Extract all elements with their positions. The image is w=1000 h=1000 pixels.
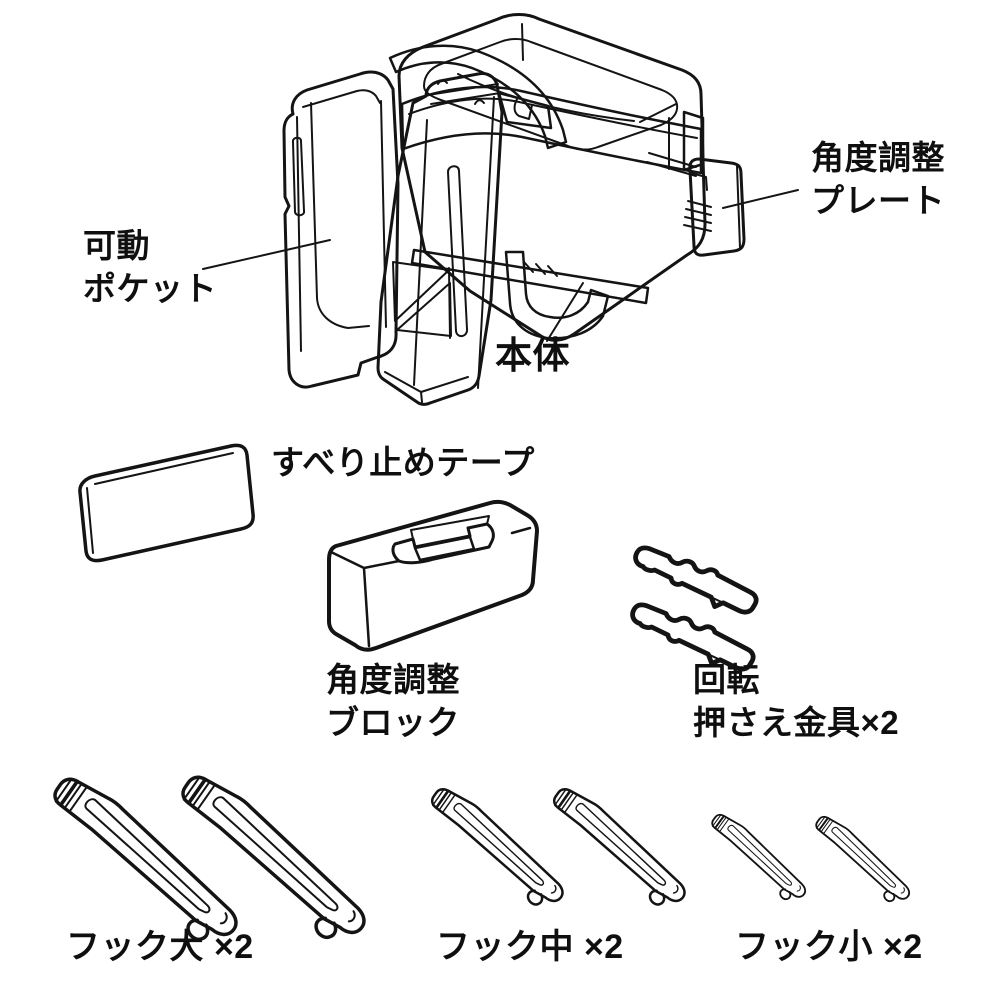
label-rotation-bracket-line1: 回転 [693,661,760,698]
rotation-bracket-drawing [625,546,762,675]
leader-dot [327,232,339,244]
label-movable-pocket-line2: ポケット [83,270,217,307]
angle-block-drawing [327,499,539,652]
leader-lines [202,189,799,342]
label-rotation-bracket-line2: 押さえ金具×2 [693,704,900,741]
label-angle-plate-line1: 角度調整 [811,139,945,176]
main-unit-drawing [388,13,707,342]
leader-line [202,239,331,270]
label-anti-slip-tape: すべり止めテープ [271,444,535,481]
leader-line [722,189,799,209]
label-angle-plate-line2: プレート [811,182,945,219]
label-angle-block-line2: ブロック [326,704,460,741]
hook-medium-drawing [414,781,700,917]
leader-dot [714,203,726,215]
leader-dot [579,274,591,286]
label-hook-large: フック大 ×2 [66,928,254,966]
hook-small-drawing [699,809,920,910]
label-angle-plate: 角度調整 プレート [811,136,945,222]
label-main-body: 本体 [495,335,570,376]
label-hook-small: フック小 ×2 [735,928,923,966]
label-rotation-bracket: 回転 押さえ金具×2 [693,658,899,744]
label-hook-medium: フック中 ×2 [436,928,624,966]
label-angle-block-line1: 角度調整 [326,661,460,698]
anti-slip-tape-drawing [78,443,255,563]
label-movable-pocket-line1: 可動 [83,227,150,264]
movable-pocket-drawing [282,70,400,389]
leader-line [546,282,584,342]
label-movable-pocket: 可動 ポケット [83,224,217,310]
label-angle-block: 角度調整 ブロック [326,658,460,744]
clamp-rail-drawing [376,72,553,406]
angle-plate-drawing [646,152,746,257]
